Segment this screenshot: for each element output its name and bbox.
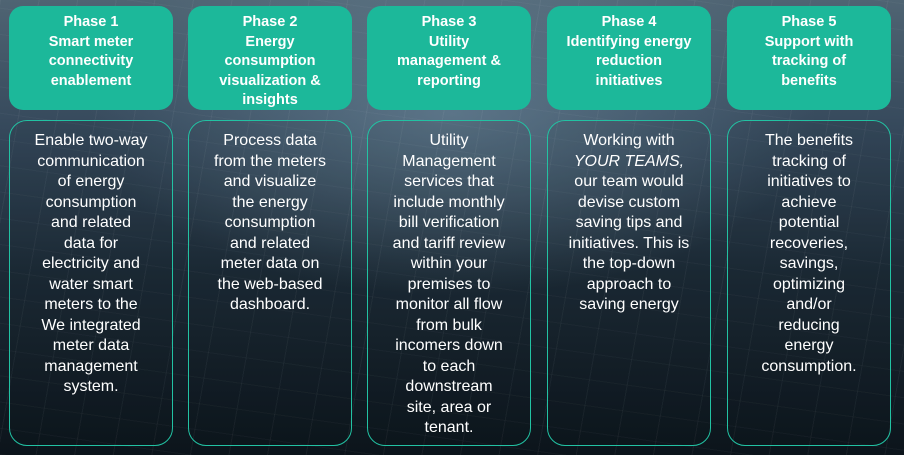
phase-5-description: The benefits tracking of initiatives to … <box>761 132 857 375</box>
phase-column-2: Phase 2 Energy consumption visualization… <box>188 0 352 455</box>
phase-4-number: Phase 4 <box>601 14 657 30</box>
phase-column-3: Phase 3 Utility management & reporting U… <box>367 0 531 455</box>
phase-column-5: Phase 5 Support with tracking of benefit… <box>727 0 891 455</box>
phase-4-header: Phase 4 Identifying energy reduction ini… <box>547 6 711 110</box>
phase-3-description: Utility Management services that include… <box>392 132 506 436</box>
phase-2-title: Energy consumption visualization & insig… <box>219 33 321 109</box>
phase-2-description-box: Process data from the meters and visuali… <box>188 120 352 446</box>
phase-4-description-box: Working with YOUR TEAMS, our team would … <box>547 120 711 446</box>
phase-3-title: Utility management & reporting <box>397 33 501 89</box>
phase-5-number: Phase 5 <box>781 14 837 30</box>
phase-1-description-box: Enable two-way communication of energy c… <box>9 120 173 446</box>
phase-column-4: Phase 4 Identifying energy reduction ini… <box>547 0 711 455</box>
phase-4-title: Identifying energy reduction initiatives <box>566 33 692 89</box>
phase-2-header: Phase 2 Energy consumption visualization… <box>188 6 352 110</box>
phase-1-title: Smart meter connectivity enablement <box>48 33 134 89</box>
phase-3-description-box: Utility Management services that include… <box>367 120 531 446</box>
phase-5-description-box: The benefits tracking of initiatives to … <box>727 120 891 446</box>
phase-3-header: Phase 3 Utility management & reporting <box>367 6 531 110</box>
phase-5-title: Support with tracking of benefits <box>764 33 854 89</box>
phase-4-description-end: our team would devise custom saving tips… <box>568 173 690 313</box>
phase-2-number: Phase 2 <box>242 14 298 30</box>
phase-column-1: Phase 1 Smart meter connectivity enablem… <box>9 0 173 455</box>
phase-4-description-emphasis: YOUR TEAMS, <box>573 152 685 170</box>
phase-2-description: Process data from the meters and visuali… <box>213 132 327 313</box>
phase-3-number: Phase 3 <box>421 14 477 30</box>
phase-5-header: Phase 5 Support with tracking of benefit… <box>727 6 891 110</box>
phase-1-header: Phase 1 Smart meter connectivity enablem… <box>9 6 173 110</box>
phase-1-number: Phase 1 <box>63 14 119 30</box>
phase-4-description-start: Working with <box>583 132 675 149</box>
phase-1-description: Enable two-way communication of energy c… <box>34 132 148 395</box>
